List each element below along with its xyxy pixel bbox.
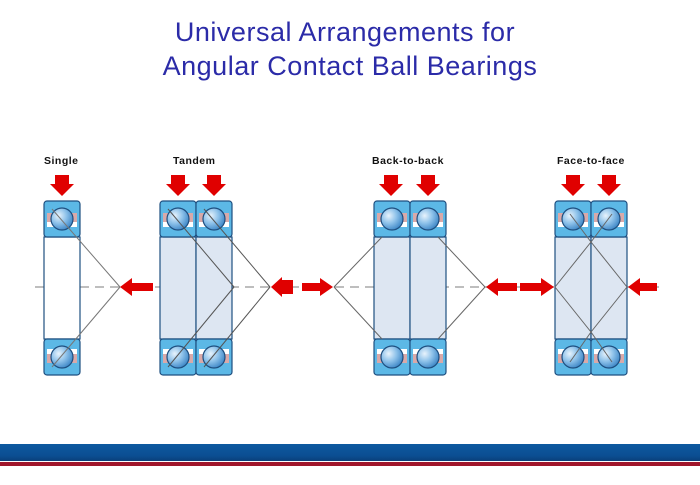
- footer-red-line: [0, 462, 700, 466]
- title-line-1: Universal Arrangements for: [174, 17, 516, 47]
- face-to-face-bearings: [520, 175, 657, 376]
- radial-load-arrow-icon: [379, 175, 403, 196]
- radial-load-arrow-icon: [597, 175, 621, 196]
- label-face-to-face: Face-to-face: [557, 155, 625, 167]
- label-single: Single: [44, 155, 79, 167]
- label-tandem: Tandem: [173, 155, 216, 167]
- radial-load-arrow-icon: [416, 175, 440, 196]
- axial-load-arrow-left-icon: [486, 278, 517, 296]
- radial-load-arrow-icon: [50, 175, 74, 196]
- axial-load-arrow-right-icon: [302, 278, 333, 296]
- label-back-to-back: Back-to-back: [372, 155, 444, 167]
- radial-load-arrow-icon: [561, 175, 585, 196]
- axial-load-arrow-left-icon: [120, 278, 153, 296]
- back-to-back-bearings: [302, 175, 517, 376]
- axial-load-arrow-left-icon: [628, 278, 657, 296]
- radial-load-arrow-icon: [166, 175, 190, 196]
- tandem-bearings: [159, 175, 293, 376]
- title-line-2: Angular Contact Ball Bearings: [162, 51, 538, 81]
- radial-load-arrow-icon: [202, 175, 226, 196]
- axial-load-arrow-left-icon: [271, 277, 293, 297]
- footer-blue-bar: [0, 444, 700, 461]
- axial-load-arrow-right-icon: [520, 278, 554, 296]
- single-bearing: [43, 175, 153, 376]
